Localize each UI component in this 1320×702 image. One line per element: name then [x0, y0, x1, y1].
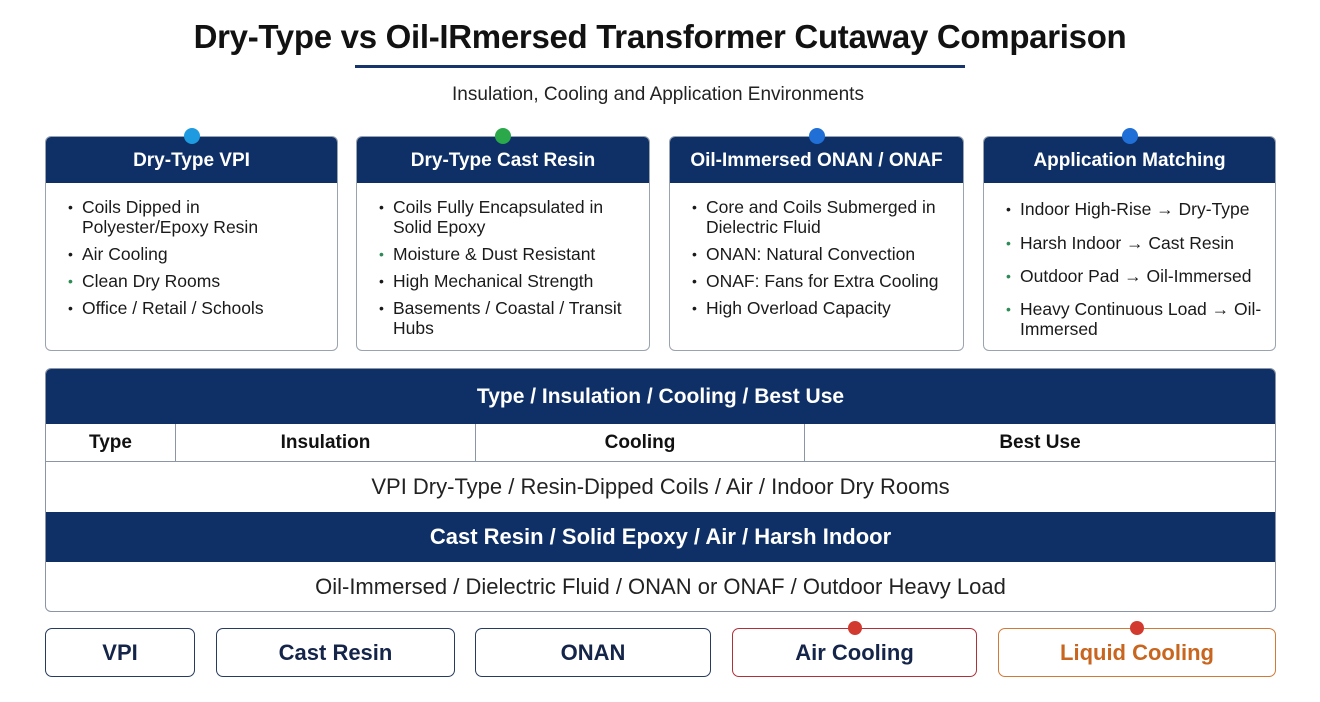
card-application-matching: Application Matching Indoor High-Rise → …	[983, 128, 1276, 351]
list-item: Indoor High-Rise → Dry-Type	[1006, 199, 1265, 219]
list-item: Outdoor Pad → Oil-Immersed	[1006, 266, 1265, 286]
list-item: High Mechanical Strength	[379, 271, 639, 291]
tag-marker-dot	[847, 621, 862, 635]
column-header-cooling: Cooling	[476, 424, 805, 461]
page-title: Dry-Type vs Oil-IRmersed Transformer Cut…	[193, 18, 1127, 55]
column-header-best-use: Best Use	[999, 432, 1081, 453]
tag-vpi: VPI	[45, 628, 195, 677]
tag-air-cooling: Air Cooling	[732, 621, 977, 677]
tag-onan: ONAN	[475, 628, 711, 677]
page-subtitle: Insulation, Cooling and Application Envi…	[452, 84, 864, 105]
list-item: Office / Retail / Schools	[68, 298, 327, 318]
table-title: Type / Insulation / Cooling / Best Use	[46, 369, 1275, 424]
table-header-row: Type Insulation Cooling Best Use	[46, 424, 1275, 462]
card-list: Core and Coils Submerged in Dielectric F…	[670, 183, 963, 318]
list-item: Coils Dipped in Polyester/Epoxy Resin	[68, 197, 327, 237]
card-dry-type-cast-resin: Dry-Type Cast Resin Coils Fully Encapsul…	[356, 128, 650, 351]
table-row: Cast Resin / Solid Epoxy / Air / Harsh I…	[46, 512, 1275, 562]
card-list: Indoor High-Rise → Dry-Type Harsh Indoor…	[984, 183, 1275, 339]
card-title: Dry-Type Cast Resin	[357, 137, 649, 183]
card-dry-type-vpi: Dry-Type VPI Coils Dipped in Polyester/E…	[45, 128, 338, 351]
tag-cast-resin: Cast Resin	[216, 628, 455, 677]
card-marker-dot	[183, 128, 200, 144]
list-item: Clean Dry Rooms	[68, 271, 327, 291]
card-title: Application Matching	[984, 137, 1275, 183]
comparison-table: Type / Insulation / Cooling / Best Use T…	[45, 368, 1276, 612]
card-marker-dot	[1121, 128, 1138, 144]
tag-label: Liquid Cooling	[1060, 640, 1214, 665]
list-item: ONAF: Fans for Extra Cooling	[692, 271, 953, 291]
list-item: Air Cooling	[68, 244, 327, 264]
column-header-type: Type	[46, 424, 176, 461]
list-item: Heavy Continuous Load → Oil-Immersed	[1006, 299, 1265, 339]
list-item: Moisture & Dust Resistant	[379, 244, 639, 264]
card-title: Oil-Immersed ONAN / ONAF	[670, 137, 963, 183]
tag-label: Air Cooling	[795, 640, 914, 665]
card-list: Coils Fully Encapsulated in Solid Epoxy …	[357, 183, 649, 338]
card-marker-dot	[808, 128, 825, 144]
card-list: Coils Dipped in Polyester/Epoxy Resin Ai…	[46, 183, 337, 318]
card-title: Dry-Type VPI	[46, 137, 337, 183]
card-oil-immersed: Oil-Immersed ONAN / ONAF Core and Coils …	[669, 128, 964, 351]
tag-marker-dot	[1130, 621, 1144, 635]
table-row: Oil-Immersed / Dielectric Fluid / ONAN o…	[315, 574, 1006, 599]
list-item: Core and Coils Submerged in Dielectric F…	[692, 197, 953, 237]
tag-liquid-cooling: Liquid Cooling	[998, 621, 1276, 677]
list-item: Coils Fully Encapsulated in Solid Epoxy	[379, 197, 639, 237]
list-item: Harsh Indoor → Cast Resin	[1006, 233, 1265, 253]
card-marker-dot	[495, 128, 511, 144]
title-underline	[355, 65, 965, 68]
list-item: Basements / Coastal / Transit Hubs	[379, 298, 639, 338]
column-header-insulation: Insulation	[176, 424, 476, 461]
table-row: VPI Dry-Type / Resin-Dipped Coils / Air …	[371, 474, 950, 499]
list-item: ONAN: Natural Convection	[692, 244, 953, 264]
list-item: High Overload Capacity	[692, 298, 953, 318]
